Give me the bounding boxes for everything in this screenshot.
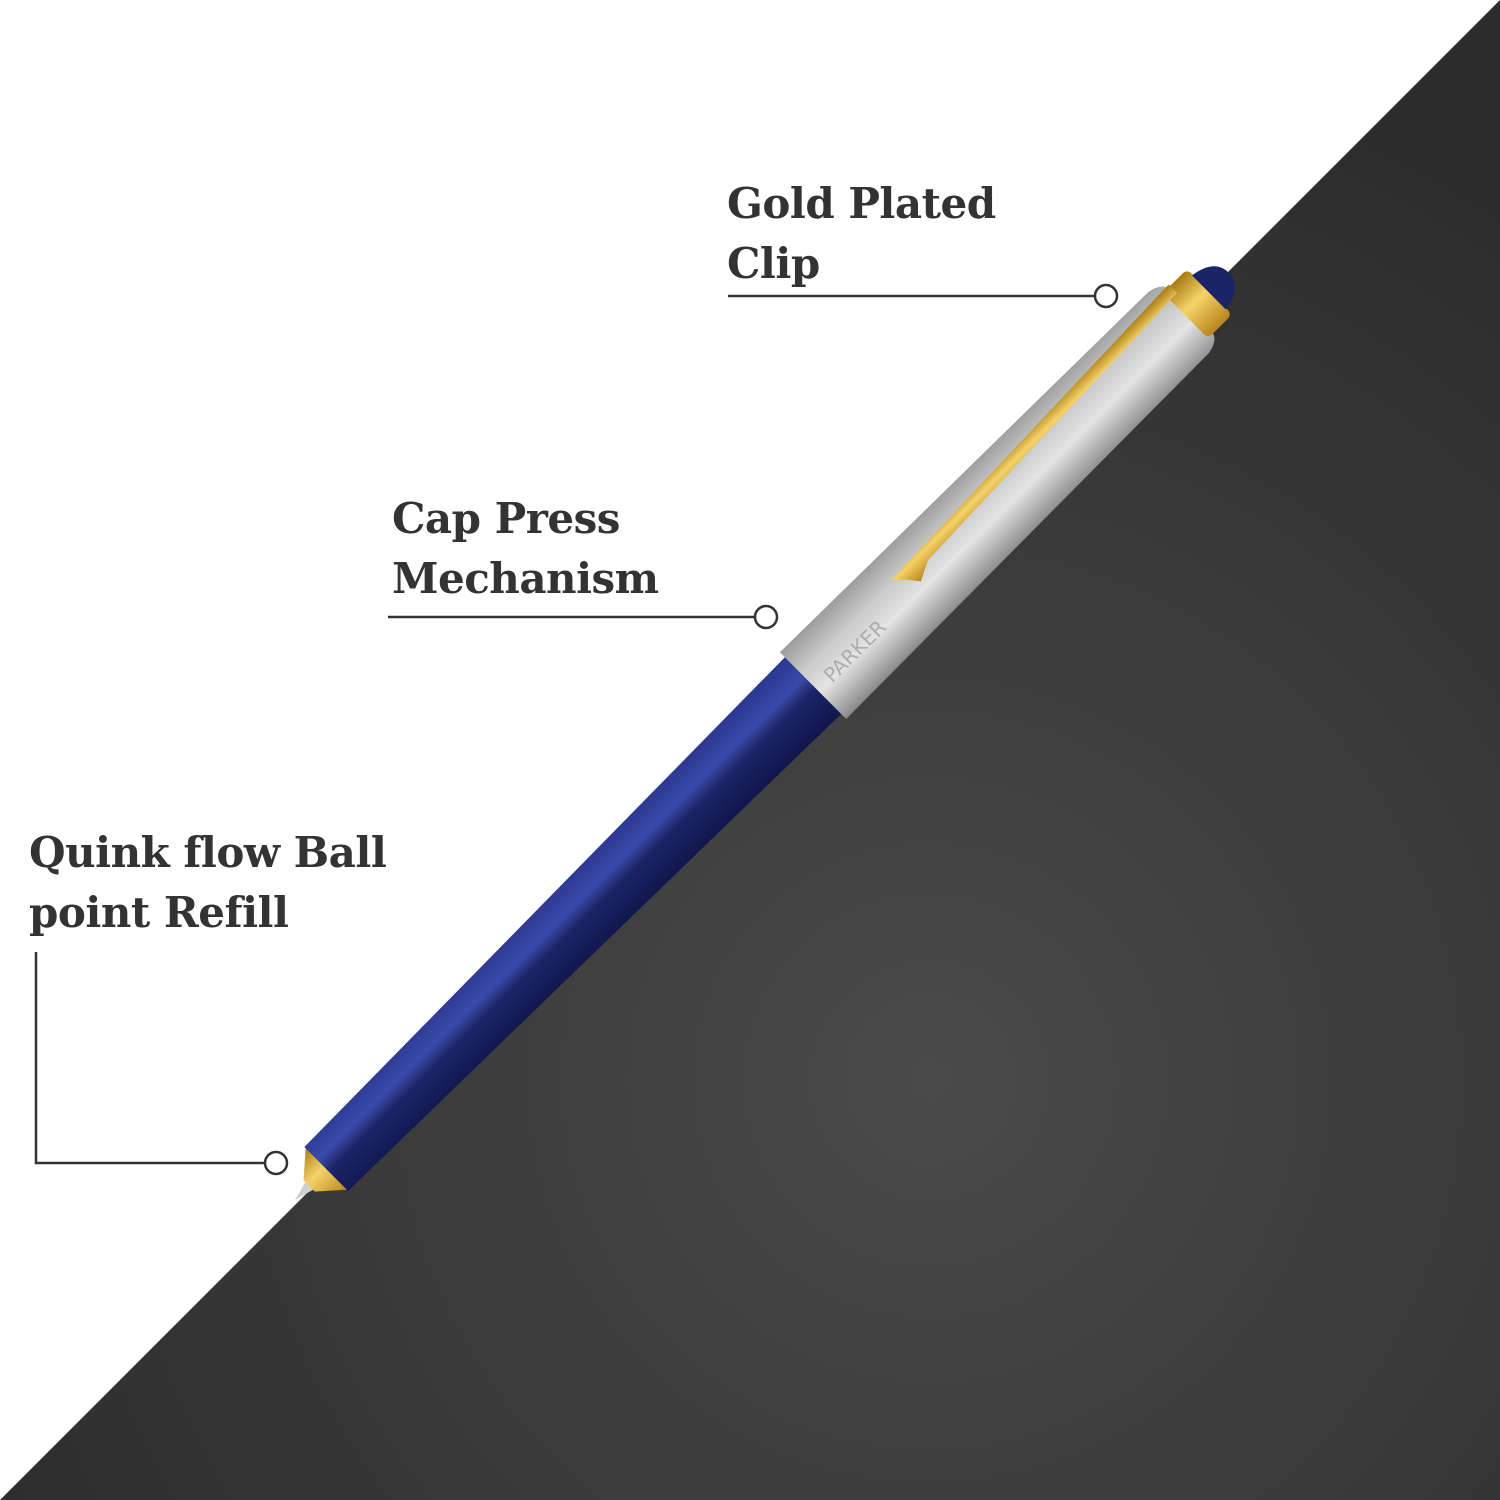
callout-clip-line1: Gold Plated bbox=[727, 179, 996, 228]
callout-mechanism-line1: Cap Press bbox=[392, 494, 620, 543]
callout-refill: Quink flow Ball point Refill bbox=[29, 823, 387, 943]
gold-cone bbox=[303, 1147, 349, 1192]
clip-marker-icon bbox=[1093, 283, 1119, 309]
refill-leader-line bbox=[34, 952, 264, 1165]
mechanism-marker-icon bbox=[753, 604, 779, 630]
gold-cap-ring bbox=[1165, 271, 1230, 336]
blue-body bbox=[304, 653, 845, 1191]
steel-cap bbox=[779, 286, 1215, 719]
callout-mechanism: Cap Press Mechanism bbox=[392, 489, 659, 609]
callout-refill-line2: point Refill bbox=[29, 888, 289, 937]
callout-mechanism-line2: Mechanism bbox=[392, 554, 659, 603]
gold-clip-icon bbox=[891, 284, 1178, 582]
pen: PARKER bbox=[295, 266, 1236, 1200]
callout-clip-line2: Clip bbox=[727, 239, 820, 288]
blue-top-button bbox=[1192, 266, 1236, 310]
refill-marker-icon bbox=[263, 1150, 289, 1176]
callout-lines bbox=[34, 283, 1119, 1176]
callout-refill-line1: Quink flow Ball bbox=[29, 828, 387, 877]
callout-clip: Gold Plated Clip bbox=[727, 174, 996, 294]
